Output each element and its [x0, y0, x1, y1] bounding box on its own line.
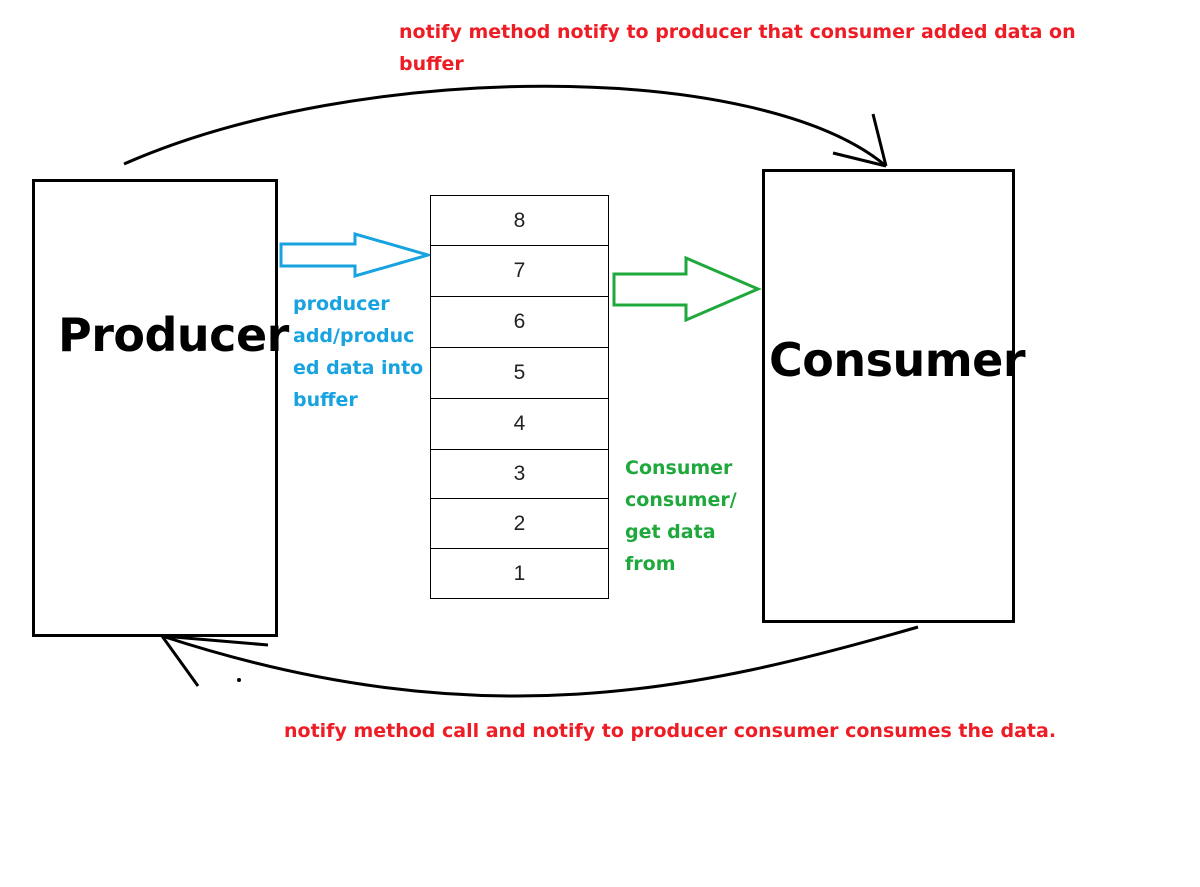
buffer-slot: 8 — [430, 195, 609, 246]
buffer-slot: 4 — [430, 398, 609, 450]
consume-arrow — [612, 255, 762, 323]
bottom-notify-note: notify method call and notify to produce… — [284, 720, 1057, 742]
consume-note-line: consumer/ — [625, 489, 737, 511]
produce-arrow — [279, 232, 434, 278]
stray-dot — [237, 678, 241, 682]
buffer-slot: 5 — [430, 347, 609, 399]
top-notify-note: notify method notify to producer that co… — [399, 16, 1119, 80]
buffer-slot: 2 — [430, 498, 609, 549]
top-curve-arrow — [123, 84, 887, 168]
top-notify-line: buffer — [399, 53, 464, 75]
consume-note-line: from — [625, 553, 676, 575]
buffer-slot: 6 — [430, 296, 609, 348]
produce-note-line: producer — [293, 293, 390, 315]
buffer-slot: 1 — [430, 548, 609, 599]
produce-note-line: add/produc — [293, 325, 415, 347]
buffer-slot: 3 — [430, 449, 609, 499]
bottom-arrow-head — [160, 634, 269, 687]
top-arrow-head — [832, 113, 888, 168]
consume-note-line: get data — [625, 521, 716, 543]
producer-box — [32, 179, 278, 637]
consume-note: Consumer consumer/ get data from — [625, 452, 755, 580]
top-notify-line: notify method notify to producer that co… — [399, 21, 1076, 43]
consume-note-line: Consumer — [625, 457, 733, 479]
buffer-slot: 7 — [430, 245, 609, 297]
produce-note-line: ed data into — [293, 357, 424, 379]
produce-note: producer add/produc ed data into buffer — [293, 288, 433, 416]
consumer-label: Consumer — [769, 333, 1026, 387]
bottom-curve-arrow — [161, 625, 919, 698]
produce-note-line: buffer — [293, 389, 358, 411]
consumer-box — [762, 169, 1015, 623]
producer-label: Producer — [58, 308, 289, 362]
